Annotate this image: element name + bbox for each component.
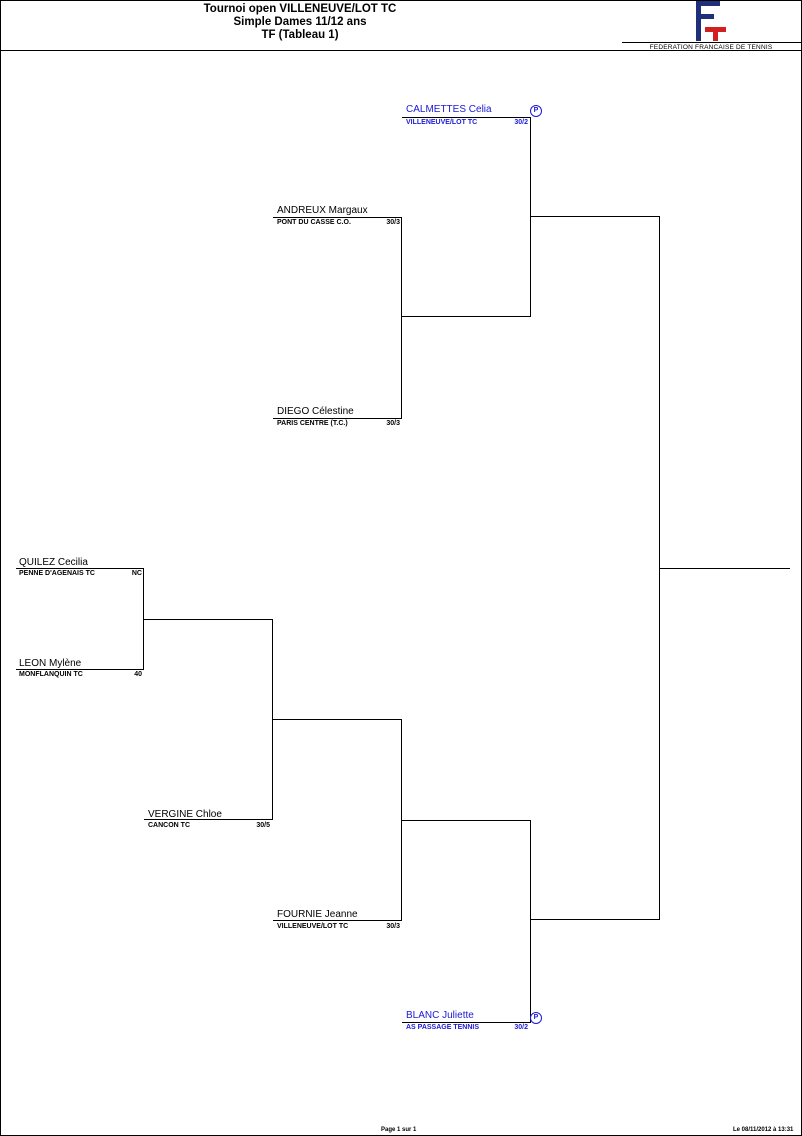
seed-badge-blanc: P	[530, 1012, 542, 1024]
player-name-quilez: QUILEZ Cecilia	[19, 557, 88, 568]
header-divider	[0, 50, 802, 51]
player-name-leon: LEON Mylène	[19, 658, 82, 669]
draw-title: TF (Tableau 1)	[261, 29, 339, 41]
page-number: Page 1 sur 1	[381, 1127, 417, 1133]
tournament-title: Tournoi open VILLENEUVE/LOT TC	[203, 3, 397, 15]
player-club-quilez: PENNE D'AGENAIS TC	[19, 570, 95, 577]
player-rank-fournie: 30/3	[386, 923, 400, 930]
player-club-diego: PARIS CENTRE (T.C.)	[277, 420, 348, 427]
player-name-diego: DIEGO Célestine	[277, 406, 354, 417]
federation-name: FEDERATION FRANCAISE DE TENNIS	[649, 44, 773, 51]
print-date: Le 08/11/2012 à 13:31	[733, 1127, 794, 1133]
player-rank-diego: 30/3	[386, 420, 400, 427]
player-name-fournie: FOURNIE Jeanne	[277, 909, 358, 920]
fft-logo-icon	[696, 1, 726, 41]
player-name-andreux: ANDREUX Margaux	[277, 205, 368, 216]
federation-rule	[622, 42, 802, 43]
player-club-vergine: CANCON TC	[148, 822, 190, 829]
player-club-leon: MONFLANQUIN TC	[19, 671, 83, 678]
player-rank-blanc: 30/2	[514, 1024, 528, 1031]
player-club-fournie: VILLENEUVE/LOT TC	[277, 923, 349, 930]
player-name-calmettes: CALMETTES Celia	[406, 104, 492, 115]
player-club-blanc: AS PASSAGE TENNIS	[406, 1024, 479, 1031]
event-title: Simple Dames 11/12 ans	[233, 16, 367, 28]
player-name-blanc: BLANC Juliette	[406, 1010, 474, 1021]
seed-badge-calmettes: P	[530, 105, 542, 117]
player-club-calmettes: VILLENEUVE/LOT TC	[406, 119, 478, 126]
player-rank-vergine: 30/5	[256, 822, 270, 829]
player-club-andreux: PONT DU CASSE C.O.	[277, 219, 351, 226]
player-rank-calmettes: 30/2	[514, 119, 528, 126]
player-rank-quilez: NC	[131, 570, 142, 577]
player-rank-andreux: 30/3	[386, 219, 400, 226]
player-name-vergine: VERGINE Chloe	[148, 809, 222, 820]
player-rank-leon: 40	[134, 671, 142, 678]
